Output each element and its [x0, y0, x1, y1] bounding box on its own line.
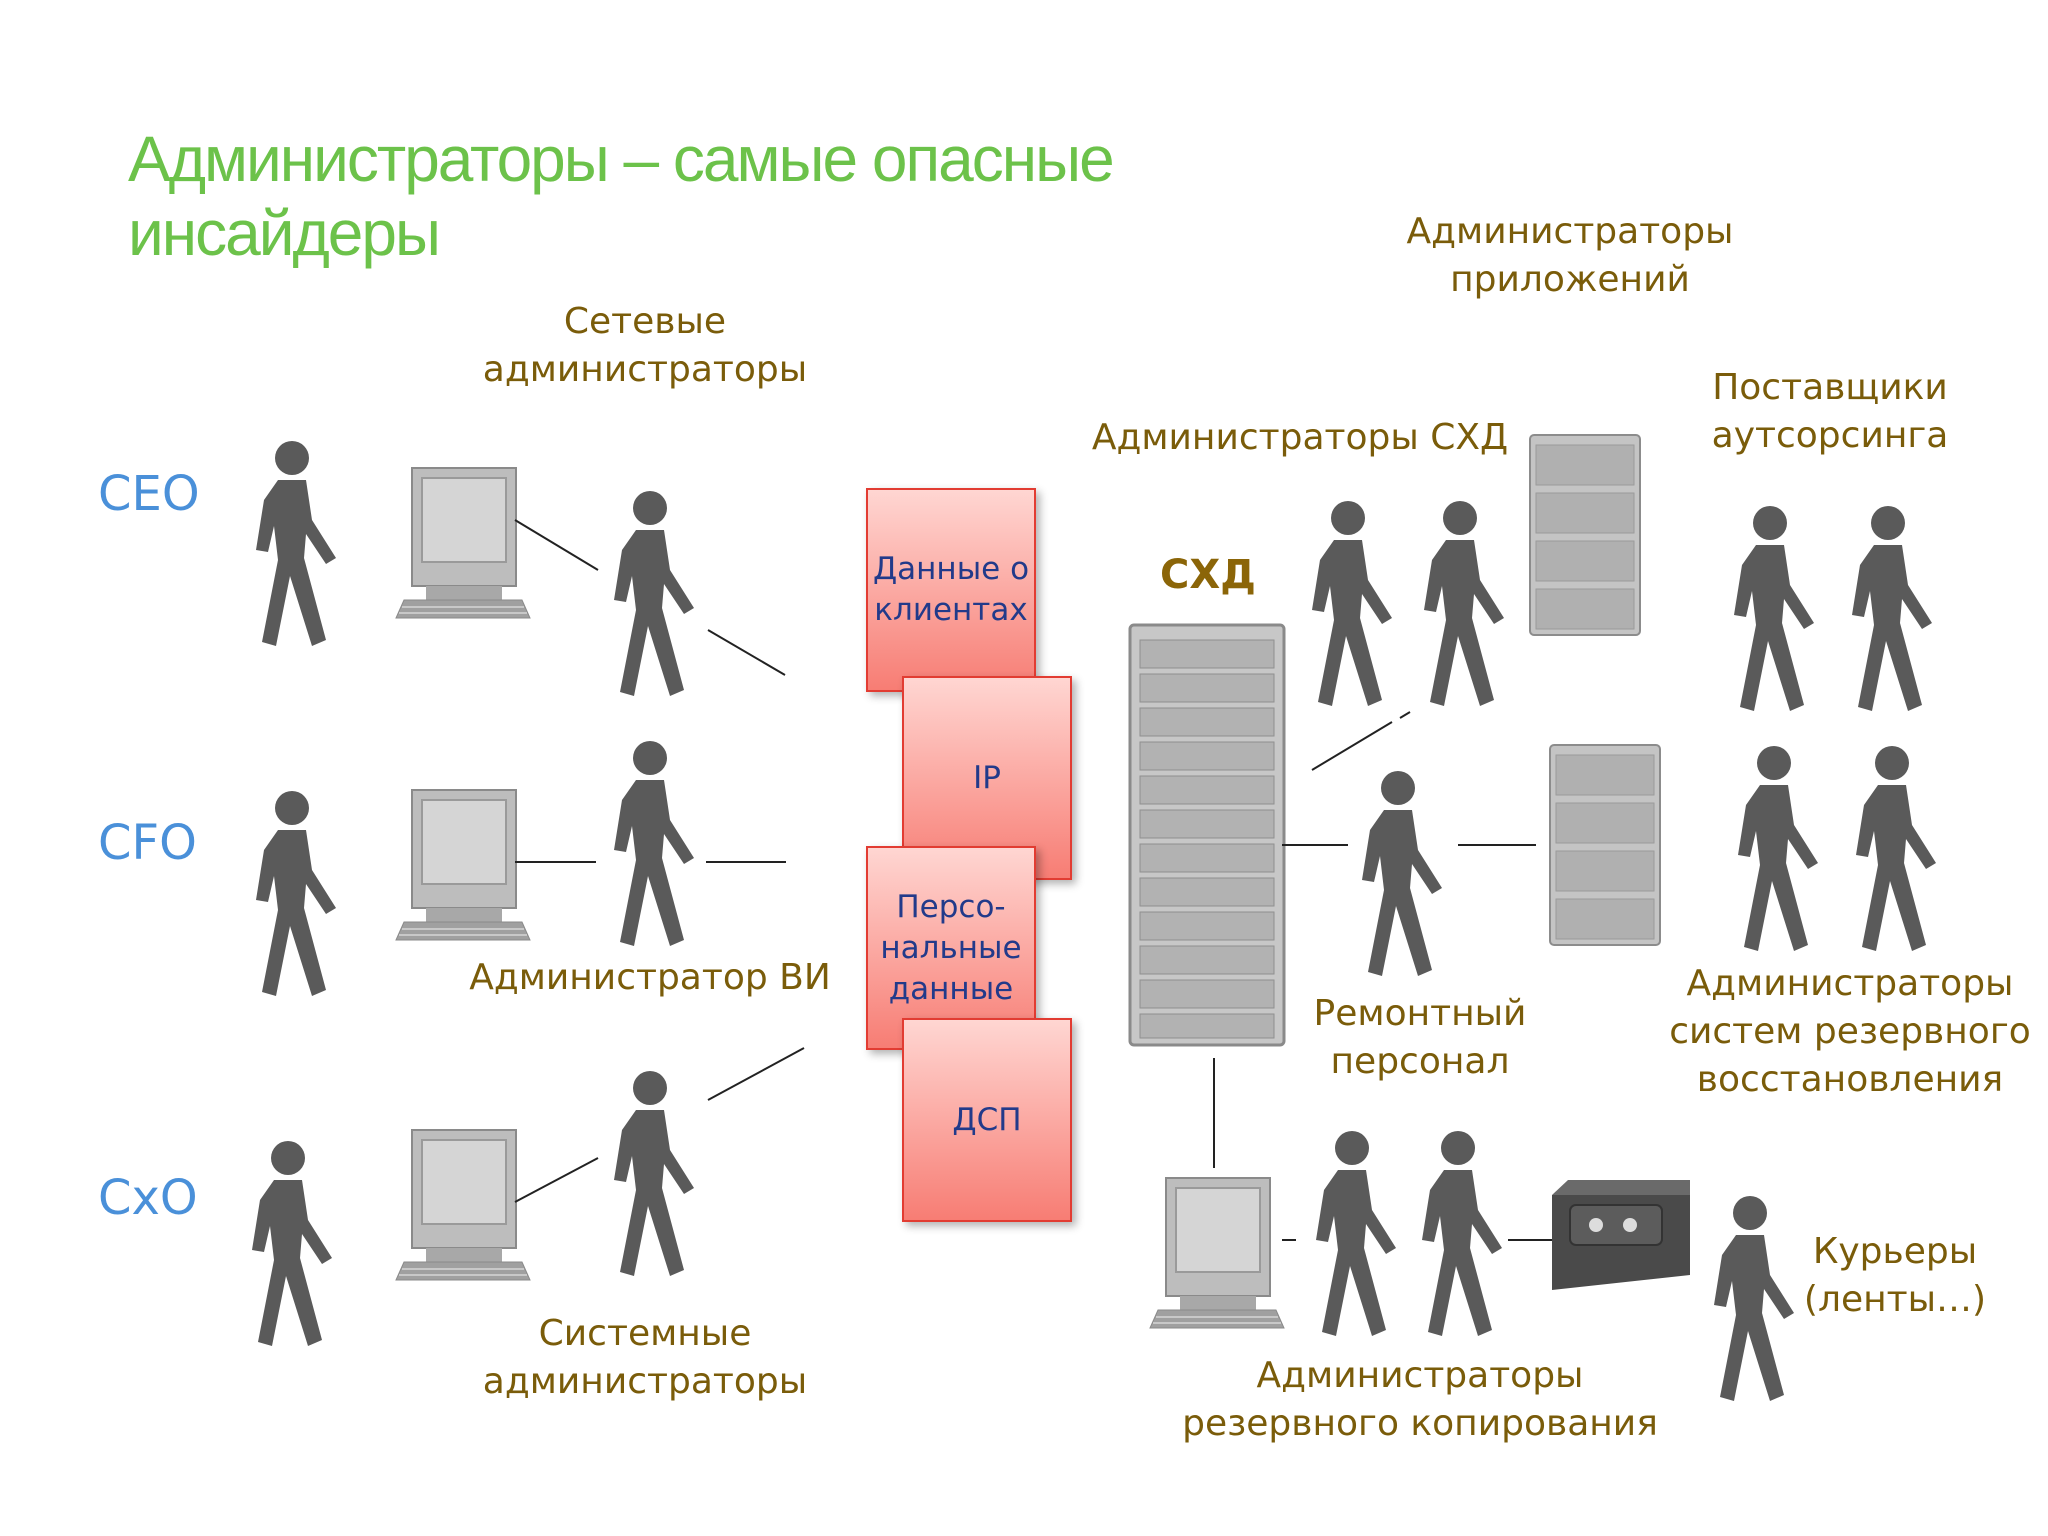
computer-backup-icon	[1149, 1177, 1285, 1329]
vi-admin-icon	[614, 741, 694, 946]
label-network-admins-line1: Сетевые	[563, 301, 727, 342]
asset-personal-data-line3: данные	[888, 970, 1014, 1007]
connector-lines-left	[514, 519, 805, 1203]
backup-admin-1-icon	[1316, 1131, 1396, 1336]
page-title: Администраторы – самые опасные инсайдеры	[128, 122, 1228, 270]
label-backup-recovery-admins: Администраторы систем резервного восстан…	[1640, 960, 2048, 1104]
repair-staff-icon	[1362, 771, 1442, 976]
computer-system-icon	[395, 1129, 531, 1281]
executive-cfo-icon	[256, 791, 336, 996]
executive-label-cxo: CxO	[98, 1170, 198, 1226]
label-storage-admins-text: Администраторы СХД	[1091, 417, 1509, 458]
outsourcing-1-icon	[1734, 506, 1814, 711]
label-vi-admin: Администратор ВИ	[460, 954, 840, 1002]
label-couriers: Курьеры (ленты…)	[1800, 1228, 1990, 1324]
app-server-icon	[1529, 434, 1641, 636]
executive-ceo-icon	[256, 441, 336, 646]
asset-customer-data: Данные о клиентах	[866, 488, 1036, 692]
executive-label-cfo: CFO	[98, 815, 197, 871]
system-admin-icon	[614, 1071, 694, 1276]
connector-lines-right	[1213, 711, 1552, 1241]
storage-admin-2-icon	[1424, 501, 1504, 706]
label-backup-admins: Администраторы резервного копирования	[1160, 1352, 1680, 1448]
courier-icon	[1714, 1196, 1794, 1401]
outsourcing-2-icon	[1852, 506, 1932, 711]
label-outsourcing-line2: аутсорсинга	[1711, 415, 1949, 456]
label-outsourcing: Поставщики аутсорсинга	[1660, 364, 2000, 460]
asset-dsp-line1: ДСП	[952, 1101, 1022, 1138]
label-backup-recovery-line1: Администраторы	[1686, 963, 2014, 1004]
backup-recovery-admin-2-icon	[1856, 746, 1936, 951]
tape-drive-icon	[1552, 1180, 1690, 1290]
label-repair-staff-line2: персонал	[1330, 1041, 1510, 1082]
repair-server-icon	[1549, 744, 1661, 946]
network-admin-icon	[614, 491, 694, 696]
backup-admin-2-icon	[1422, 1131, 1502, 1336]
label-backup-recovery-line3: восстановления	[1696, 1059, 2004, 1100]
title-line-1: Администраторы – самые опасные	[128, 123, 1115, 195]
label-network-admins-line2: администраторы	[482, 349, 808, 390]
label-app-admins: Администраторы приложений	[1380, 208, 1760, 304]
label-backup-admins-line1: Администраторы	[1256, 1355, 1584, 1396]
asset-dsp: ДСП	[902, 1018, 1072, 1222]
label-repair-staff-line1: Ремонтный	[1313, 993, 1527, 1034]
computer-network-icon	[395, 467, 531, 619]
executive-cxo-icon	[252, 1141, 332, 1346]
storage-admin-1-icon	[1312, 501, 1392, 706]
label-network-admins: Сетевые администраторы	[440, 298, 850, 394]
storage-rack-icon	[1128, 623, 1286, 1047]
label-vi-admin-text: Администратор ВИ	[469, 957, 831, 998]
executive-label-ceo: CEO	[98, 466, 200, 522]
asset-personal-data-line2: нальные	[880, 929, 1022, 966]
label-system-admins-line1: Системные	[538, 1313, 752, 1354]
label-system-admins: Системные администраторы	[440, 1310, 850, 1406]
label-backup-recovery-line2: систем резервного	[1669, 1011, 2031, 1052]
label-backup-admins-line2: резервного копирования	[1182, 1403, 1658, 1444]
label-app-admins-line2: приложений	[1450, 259, 1690, 300]
asset-ip-line1: IP	[973, 759, 1001, 796]
asset-personal-data-line1: Персо-	[896, 888, 1006, 925]
title-line-2: инсайдеры	[128, 197, 441, 269]
computer-vi-icon	[395, 789, 531, 941]
label-app-admins-line1: Администраторы	[1406, 211, 1734, 252]
label-outsourcing-line1: Поставщики	[1712, 367, 1948, 408]
label-couriers-line2: (ленты…)	[1803, 1279, 1987, 1320]
label-system-admins-line2: администраторы	[482, 1361, 808, 1402]
label-repair-staff: Ремонтный персонал	[1260, 990, 1580, 1086]
backup-recovery-admin-1-icon	[1738, 746, 1818, 951]
asset-customer-data-line2: клиентах	[874, 592, 1028, 628]
label-storage: СХД	[1160, 552, 1256, 598]
asset-customer-data-line1: Данные о	[872, 551, 1030, 587]
label-couriers-line1: Курьеры	[1812, 1231, 1978, 1272]
label-storage-admins: Администраторы СХД	[1090, 414, 1510, 462]
